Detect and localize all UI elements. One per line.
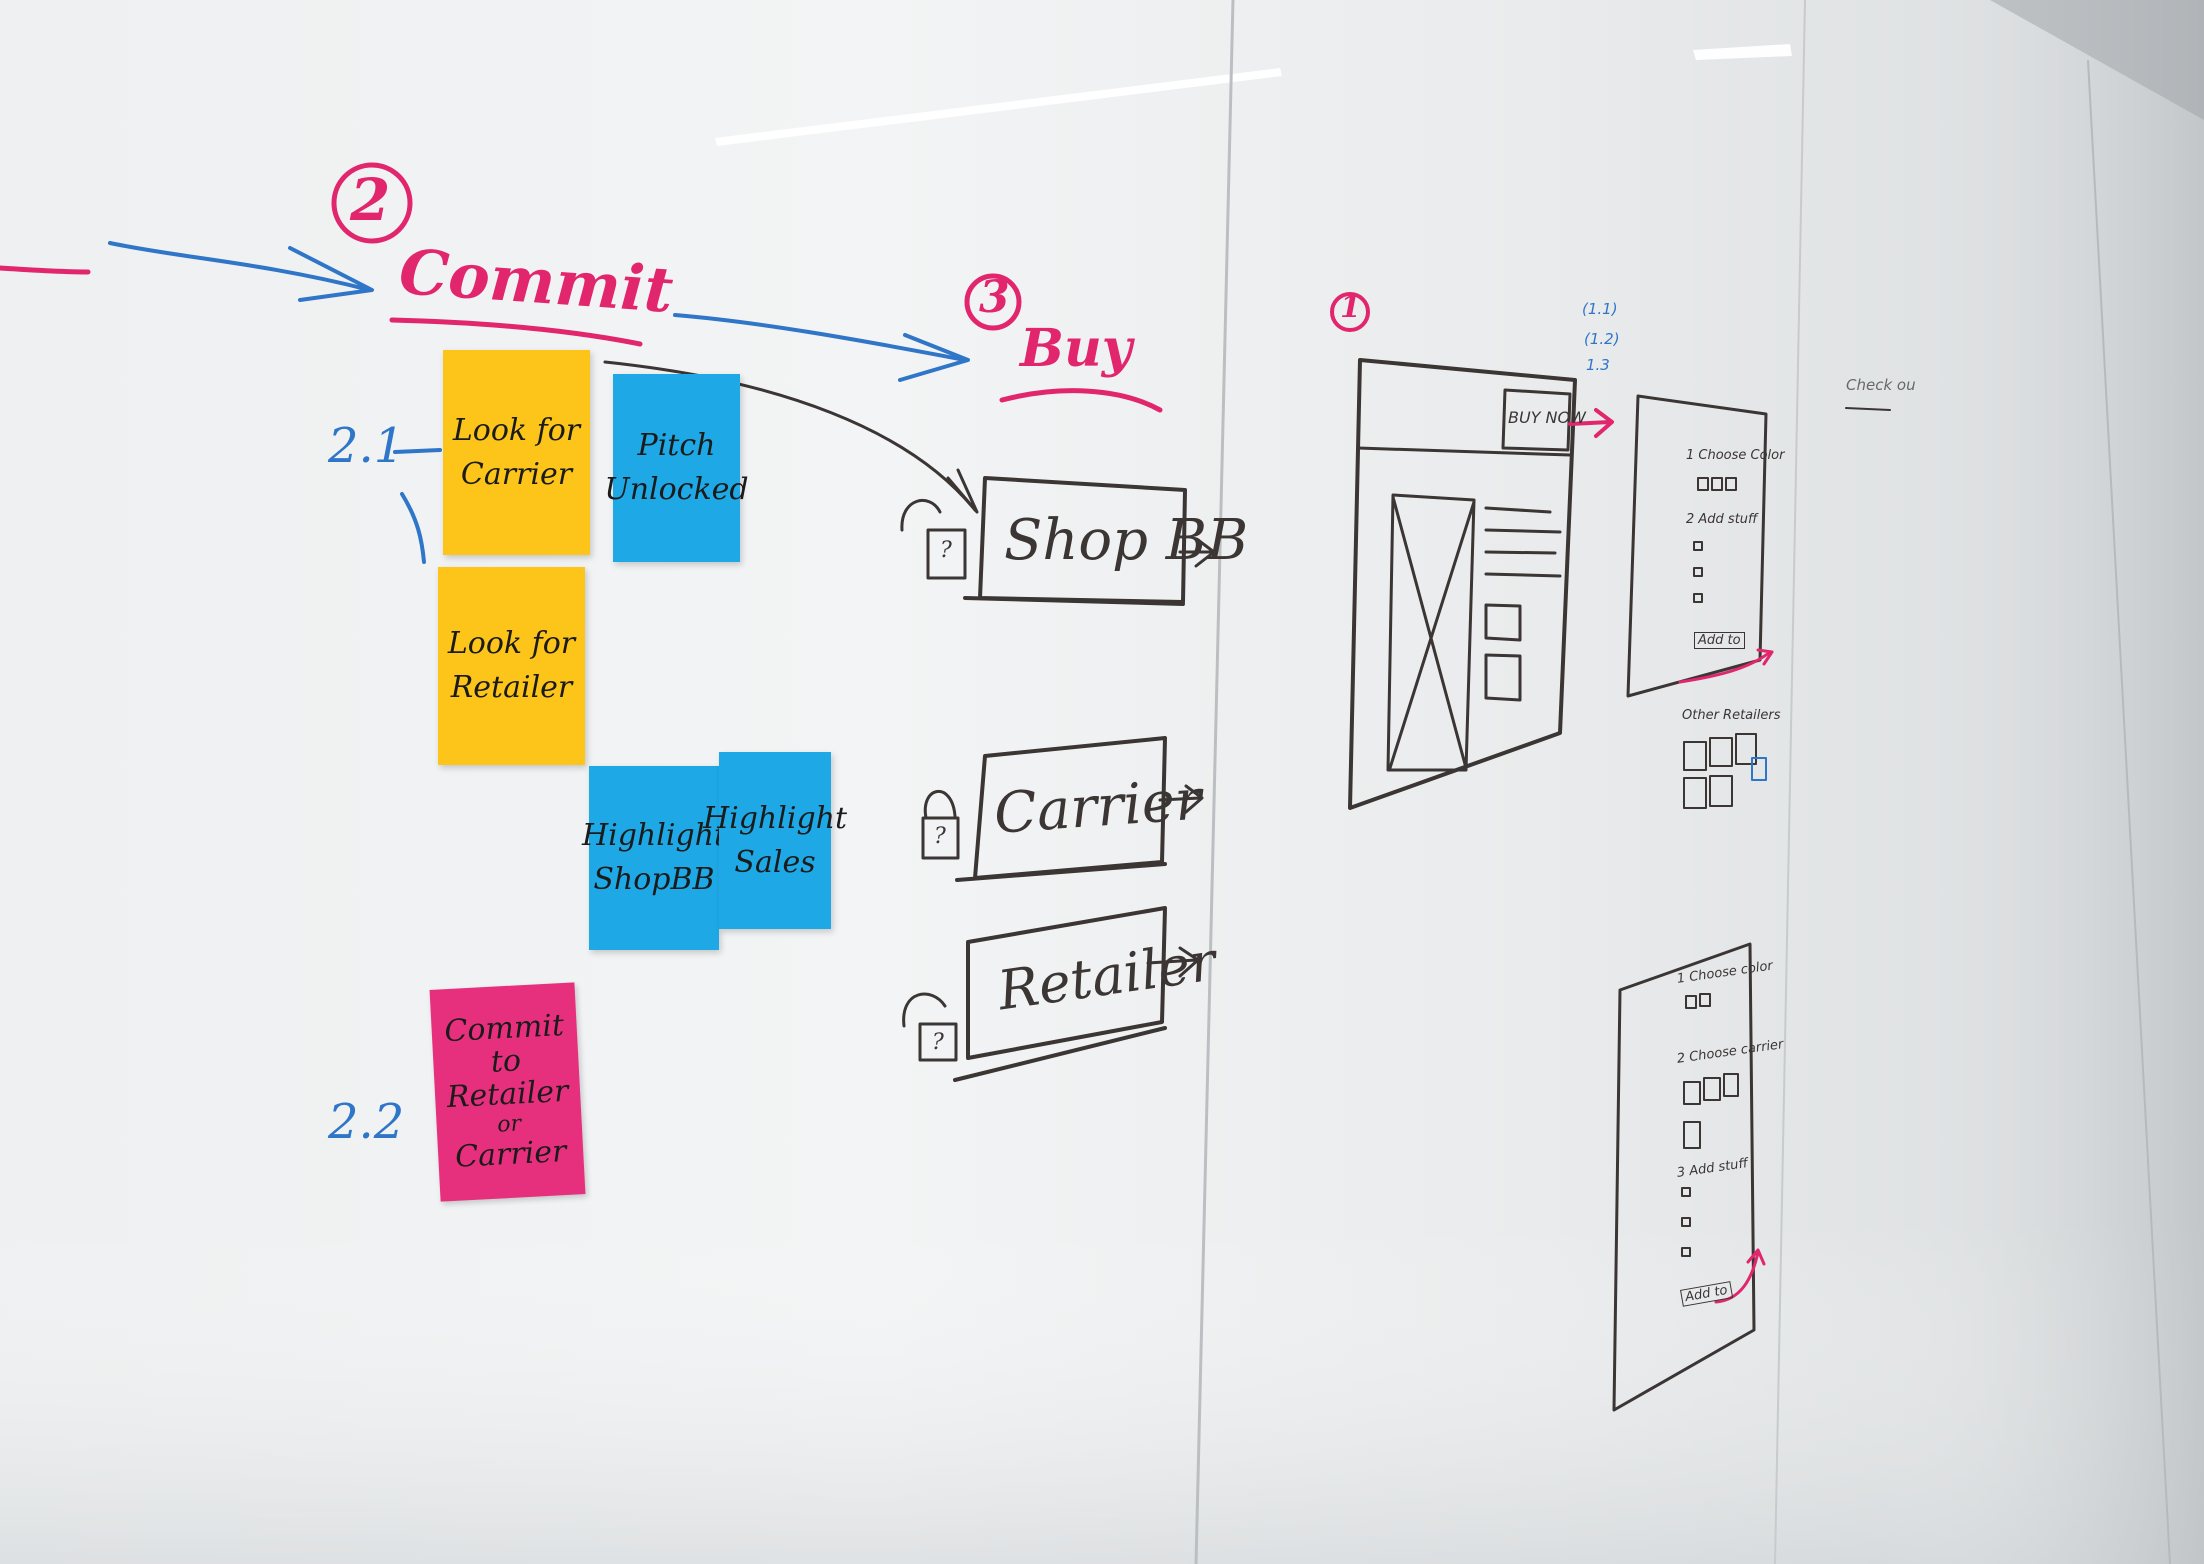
panel-a-color-swatches [1697,477,1737,491]
version-note: (1.2) [1584,330,1620,348]
version-note: 1.3 [1586,356,1610,374]
carrier-box [955,736,1167,882]
retailer-lock [902,992,958,1062]
buynow-pink-arrow [1568,408,1614,438]
shop-bb-option: Shop BB [1004,508,1249,573]
corner-shade [1880,0,2204,1564]
blue-arrow-to-buy [673,313,967,362]
panel-b-pink-arrow [1714,1248,1766,1304]
sticky-line: Unlocked [604,472,749,507]
panel-b-checkboxes [1681,1187,1691,1257]
panel-b-frame [1612,942,1756,1412]
wireframe-header-line [1356,446,1572,457]
blue-arrow-to-commit [108,241,372,292]
wireframe-text-lines [1484,506,1562,578]
sticky-line: Sales [734,844,816,880]
panel-b-color-swatches [1685,993,1711,1009]
shopbb-lock [900,498,967,580]
sticky-line: Carrier [460,456,573,492]
shopbb-box [963,476,1187,606]
pink-lead-stroke [0,265,91,275]
sticky-line: Carrier [454,1134,568,1175]
step-2-2-label: 2.2 [328,1094,405,1150]
retailer-box [953,906,1167,1082]
panel-a-choose-color: 1 Choose Color [1686,448,1785,463]
lock-question-mark: ? [940,538,952,563]
step-2-1-label: 2.1 [328,418,405,474]
panel-b-carrier-boxes [1683,1073,1739,1149]
wireframe-image-box [1386,493,1476,772]
dark-arrow-to-shopbb [603,360,977,512]
wireframe-number: 1 [1340,290,1361,325]
commit-underline [389,317,643,347]
buy-now-label: BUY NOW [1508,408,1586,427]
glass-seam [1194,0,1235,1564]
sticky-highlight-shopbb: Highlight ShopBB [582,766,726,950]
panel-a-other-retailers: Other Retailers [1682,708,1781,723]
sticky-line: ShopBB [593,862,715,897]
ceiling-light-reflection [1693,44,1792,60]
shopbb-arrow [1178,538,1216,568]
panel-a-pink-arrow [1678,648,1774,684]
panel-a-button: Add to [1694,632,1745,649]
sticky-line: Retailer [450,670,573,705]
sticky-line: Highlight [581,818,727,853]
retailer-arrow [1146,946,1200,978]
wireframe-page [1348,358,1577,810]
carrier-lock [921,789,960,860]
dark-arrow-head [946,468,979,514]
sticky-line: to [489,1043,522,1080]
panel-a-add-stuff: 2 Add stuff [1686,512,1758,527]
wireframe-number-circle [1330,292,1370,332]
blue-bracket-2-1 [393,448,442,564]
blue-arrow-to-buy-head [898,333,970,382]
sticky-line: Look for [452,412,581,448]
sticky-line: Look for [447,626,576,661]
glass-seam [2087,59,2171,1564]
sticky-look-for-retailer: Look for Retailer [438,567,585,765]
far-right-note: Check ou [1846,376,1916,394]
sticky-look-for-carrier: Look for Carrier [443,350,590,555]
buy-number-circle [964,273,1022,331]
sticky-highlight-sales: Highlight Sales [703,752,847,929]
buy-heading: Buy [1020,318,1132,379]
sticky-line: Retailer [446,1073,570,1116]
panel-a-checkboxes [1693,541,1703,603]
far-right-note-underline [1845,407,1891,411]
wireframe-small-boxes [1484,603,1522,702]
sticky-line: Pitch [637,428,716,463]
sticky-line: Highlight [702,800,848,836]
carrier-arrow [1158,784,1204,814]
sticky-commit-to-retailer: Commit to Retailer or Carrier [429,982,586,1202]
buy-number: 3 [979,272,1010,323]
lock-question-mark: ? [934,824,946,849]
buy-underline [999,388,1163,413]
glass-seam [1774,0,1806,1564]
panel-a-frame [1626,394,1768,698]
ceiling-light-reflection [715,68,1282,146]
blue-arrow-head [288,246,374,302]
sticky-line: or [496,1111,522,1138]
floor-reflection [0,1220,2204,1564]
ceiling-edge [1990,0,2204,120]
commit-number-circle [331,162,413,244]
sticky-pitch-unlocked: Pitch Unlocked [604,374,749,562]
commit-number: 2 [350,166,391,234]
panel-a-blue-box [1751,757,1767,781]
version-note: (1.1) [1582,300,1618,318]
lock-question-mark: ? [932,1030,944,1055]
wireframe-buynow-box [1501,388,1572,452]
panel-a-retailer-boxes [1683,733,1757,809]
